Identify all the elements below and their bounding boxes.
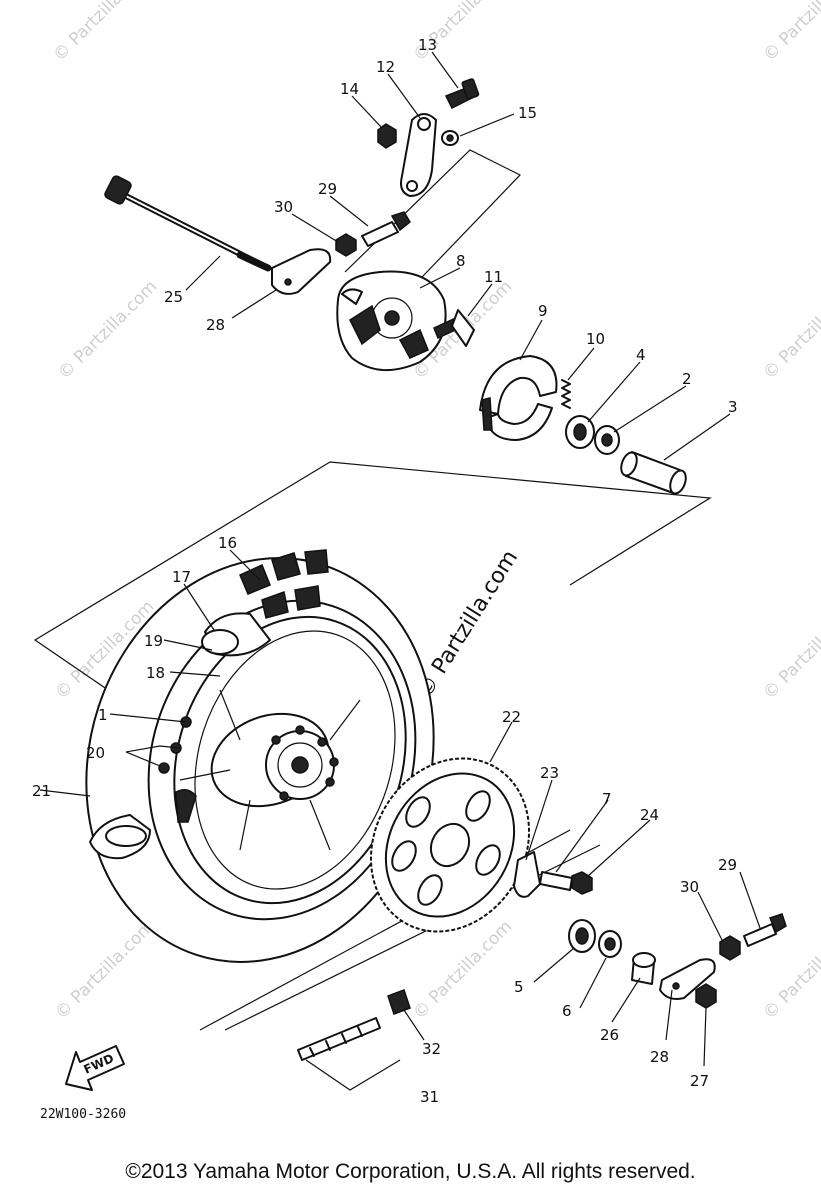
callout-19: 19 [144, 632, 163, 650]
watermark-text: © Partzilla.com [49, 0, 156, 66]
callout-21: 21 [32, 782, 51, 800]
watermark-text: © Partzilla.com [759, 277, 821, 384]
bearing-seal-part [565, 415, 620, 455]
callout-10: 10 [586, 330, 605, 348]
rim-band-part [89, 789, 197, 860]
fwd-arrow: FWD [65, 1045, 125, 1091]
brake-plate-part [336, 270, 447, 372]
callout-24: 24 [640, 806, 659, 824]
callout-28-upper: 28 [206, 316, 225, 334]
callout-9: 9 [538, 302, 548, 320]
chain-puller-lower [659, 913, 787, 1009]
tube-part [201, 612, 271, 657]
callout-29-lower: 29 [718, 856, 737, 874]
callout-13: 13 [418, 36, 437, 54]
callout-14: 14 [340, 80, 359, 98]
watermark-text: © Partzilla.com [759, 0, 821, 66]
watermark-text: © Partzilla.com [54, 277, 161, 384]
callout-2: 2 [682, 370, 692, 388]
leader-lines [39, 51, 761, 1091]
diagram-code: 22W100-3260 [40, 1107, 126, 1122]
callout-30-lower: 30 [680, 878, 699, 896]
callout-18: 18 [146, 664, 165, 682]
callout-16: 16 [218, 534, 237, 552]
axle-part [104, 175, 272, 272]
drive-chain-part [297, 989, 411, 1061]
callout-26: 26 [600, 1026, 619, 1044]
callout-25: 25 [164, 288, 183, 306]
callout-5: 5 [514, 978, 524, 996]
watermark-text: © Partzilla.com [51, 917, 158, 1024]
callout-32: 32 [422, 1040, 441, 1058]
callout-labels: 13 12 14 15 29 30 25 28 8 11 9 10 4 2 3 … [32, 36, 738, 1106]
callout-7: 7 [602, 790, 612, 808]
callout-30-upper: 30 [274, 198, 293, 216]
copyright-notice: ©2013 Yamaha Motor Corporation, U.S.A. A… [125, 1160, 696, 1183]
callout-15: 15 [518, 104, 537, 122]
watermark-text: © Partzilla.com [409, 917, 516, 1024]
callout-1: 1 [98, 706, 108, 724]
chain-puller-upper [271, 248, 332, 295]
callout-22: 22 [502, 708, 521, 726]
rear-wheel-assembly [85, 549, 435, 963]
watermark-text: © Partzilla.com [409, 0, 516, 66]
callout-6: 6 [562, 1002, 572, 1020]
adjust-nut-bolt-upper [335, 211, 411, 257]
spring-part [561, 379, 571, 409]
callout-3: 3 [728, 398, 738, 416]
watermark-text: © Partzilla.com [759, 597, 821, 704]
callout-12: 12 [376, 58, 395, 76]
brake-camshaft-part [433, 309, 475, 347]
callout-17: 17 [172, 568, 191, 586]
callout-4: 4 [636, 346, 646, 364]
callout-11: 11 [484, 268, 503, 286]
callout-31: 31 [420, 1088, 439, 1106]
callout-23: 23 [540, 764, 559, 782]
callout-8: 8 [456, 252, 466, 270]
tension-bar-part [377, 78, 480, 197]
callout-20: 20 [86, 744, 105, 762]
collar-part [620, 451, 687, 495]
callout-28-lower: 28 [650, 1048, 669, 1066]
brake-shoe-part [479, 355, 558, 441]
lower-bearing-part [568, 919, 656, 985]
callout-29-upper: 29 [318, 180, 337, 198]
callout-27: 27 [690, 1072, 709, 1090]
watermark-center: © Partzilla.com [412, 546, 523, 703]
sprocket-fasteners [513, 851, 593, 898]
